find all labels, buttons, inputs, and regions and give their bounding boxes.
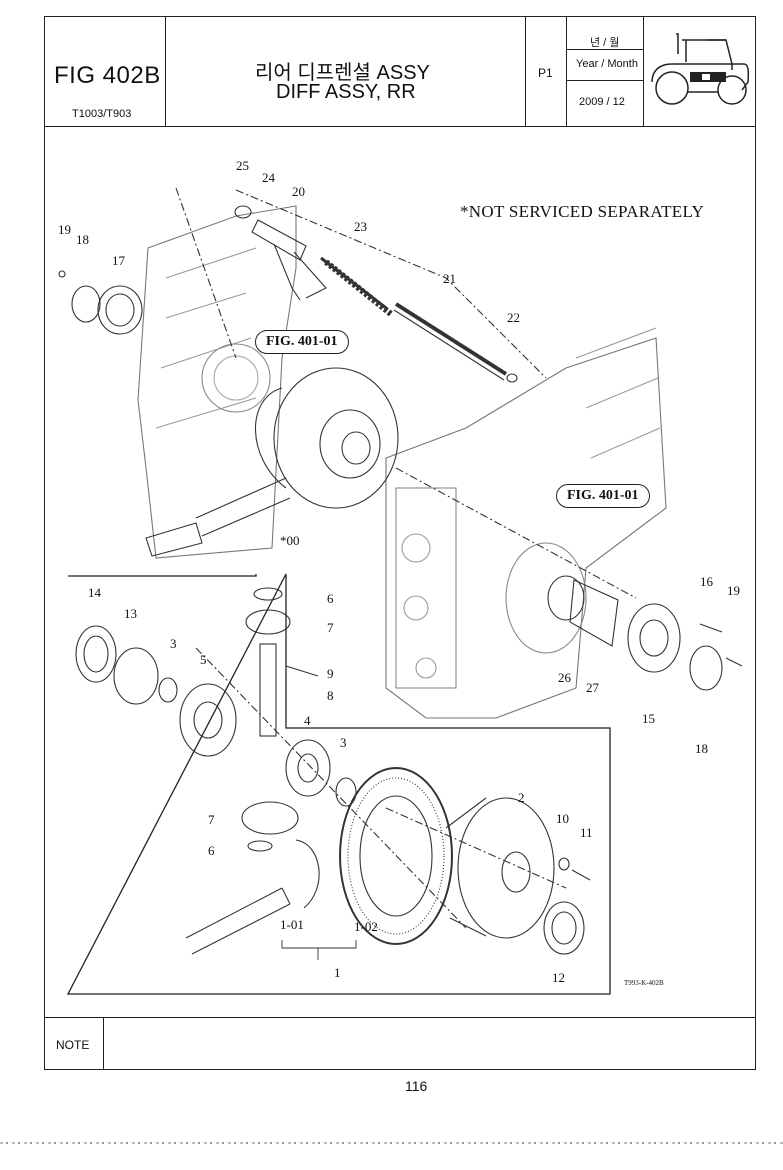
- callout: 8: [327, 688, 334, 703]
- fig-ref-left[interactable]: FIG. 401-01: [255, 330, 349, 354]
- not-serviced-note: *NOT SERVICED SEPARATELY: [460, 202, 705, 221]
- header-col-divider-2: [525, 16, 527, 126]
- title-korean: 리어 디프렌셜 ASSY: [255, 62, 430, 84]
- fig-code: FIG 402B: [54, 62, 161, 89]
- callout: 25: [236, 158, 249, 173]
- callout: 26: [558, 670, 571, 685]
- callout: 23: [354, 219, 367, 234]
- header-col-divider-3: [566, 16, 568, 126]
- callout: 1-02: [354, 919, 378, 934]
- header-divider: [44, 126, 756, 128]
- note-label: NOTE: [56, 1038, 90, 1052]
- model-code: T1003/T903: [72, 108, 132, 120]
- callout: 7: [327, 620, 334, 635]
- header-col-divider-4: [643, 16, 645, 126]
- callout: 12: [552, 970, 565, 985]
- callout: 13: [124, 606, 137, 621]
- callout: 24: [262, 170, 275, 185]
- callout: 15: [642, 711, 655, 726]
- scan-artifact-line: [0, 1142, 783, 1144]
- note-col-divider: [103, 1017, 105, 1070]
- year-month-label-en: Year / Month: [576, 58, 638, 70]
- callout: 18: [695, 741, 708, 756]
- page-id: P1: [538, 66, 553, 80]
- callout: 22: [507, 310, 520, 325]
- callout: 5: [200, 652, 207, 667]
- ym-divider-1: [566, 49, 643, 51]
- note-divider: [44, 1017, 756, 1019]
- callout: 27: [586, 680, 599, 695]
- callout: 3: [340, 735, 347, 750]
- callout: 6: [208, 843, 215, 858]
- callout: 14: [88, 585, 101, 600]
- callout: 1-01: [280, 917, 304, 932]
- callout: 6: [327, 591, 334, 606]
- year-month-label-ko: 년 / 월: [590, 37, 620, 49]
- header-col-divider-1: [165, 16, 167, 126]
- ym-divider-2: [566, 80, 643, 82]
- tractor-icon: [651, 33, 750, 105]
- callout: 2: [518, 790, 525, 805]
- callout: 11: [580, 825, 593, 840]
- callout: 21: [443, 271, 456, 286]
- callout: 19: [58, 222, 71, 237]
- callout: 18: [76, 232, 89, 247]
- page-frame: [44, 16, 756, 1070]
- title-english: DIFF ASSY, RR: [276, 81, 416, 103]
- page-number: 116: [405, 1078, 428, 1094]
- callout: 20: [292, 184, 305, 199]
- callout: 9: [327, 666, 334, 681]
- callout: 3: [170, 636, 177, 651]
- callout: 4: [304, 713, 311, 728]
- callout: 17: [112, 253, 125, 268]
- callout: 7: [208, 812, 215, 827]
- exploded-diagram: [58, 187, 743, 995]
- callout: 10: [556, 811, 569, 826]
- year-month-value: 2009 / 12: [579, 96, 625, 108]
- callout: 19: [727, 583, 740, 598]
- callout: 1: [334, 965, 341, 980]
- callout: 16: [700, 574, 713, 589]
- drawing-code: T993-K-402B: [624, 979, 664, 987]
- callout: *00: [280, 533, 300, 548]
- fig-ref-right[interactable]: FIG. 401-01: [556, 484, 650, 508]
